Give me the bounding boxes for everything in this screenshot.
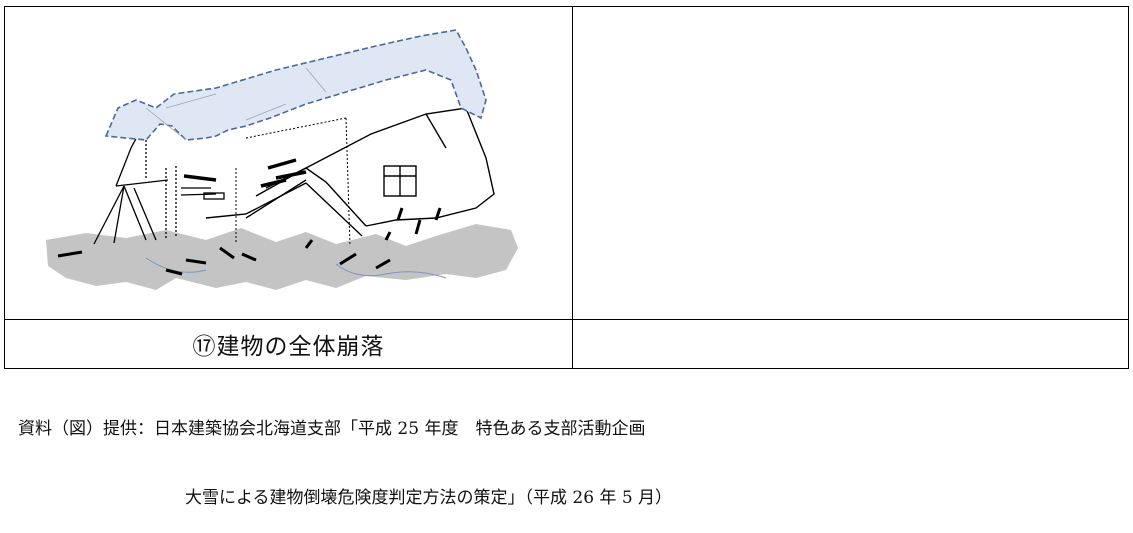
source-note: 資料（図）提供：日本建築協会北海道支部「平成 25 年度 特色ある支部活動企画 … [18, 372, 672, 533]
roof-snow-mass [104, 29, 487, 141]
right-house [205, 107, 495, 237]
table-border-top [4, 6, 1129, 7]
table-border-bottom [4, 368, 1129, 369]
figure-caption: ⑰建物の全体崩落 [192, 333, 385, 360]
table-border-right [1128, 6, 1129, 369]
table-divider-vertical [572, 6, 573, 369]
house-drawing [46, 29, 518, 290]
figure-table [4, 6, 1129, 369]
left-house [93, 119, 225, 245]
source-note-line1: 資料（図）提供：日本建築協会北海道支部「平成 25 年度 特色ある支部活動企画 [18, 419, 646, 439]
debris-members [57, 207, 442, 276]
table-border-left [4, 6, 5, 369]
dashed-walls [235, 117, 351, 247]
source-note-line2: 大雪による建物倒壊危険度判定方法の策定」（平成 26 年 5 月） [185, 488, 673, 508]
ground-stream [145, 257, 207, 273]
broken-beams [183, 158, 307, 188]
ground-stream [335, 263, 447, 279]
table-divider-horizontal [4, 319, 1129, 320]
roof-ridge-lines [145, 67, 327, 141]
ground-rubble [46, 224, 518, 290]
collapsed-house-illustration [6, 8, 571, 318]
